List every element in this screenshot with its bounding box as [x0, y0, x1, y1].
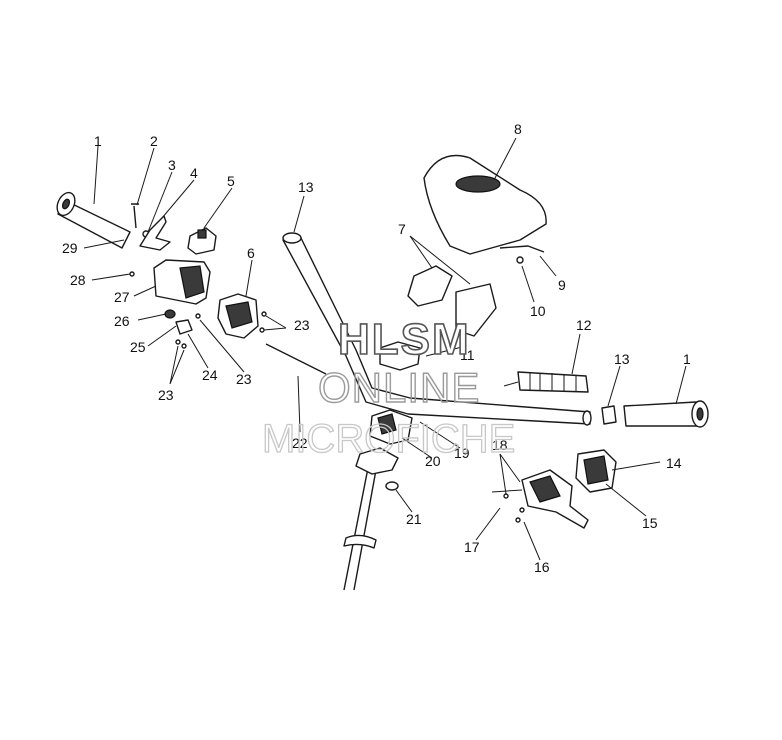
callout-10: 10 [530, 303, 546, 319]
callout-23-center: 23 [236, 371, 252, 387]
grip-left [56, 191, 131, 249]
leader-lines [83, 137, 687, 561]
callout-23-left: 23 [158, 387, 174, 403]
clip-25 [175, 319, 193, 335]
watermark: HLSM ONLINE MICROFICHE [261, 314, 516, 461]
switch-5 [187, 227, 217, 255]
callout-13-left: 13 [298, 179, 314, 195]
bracket-7 [407, 265, 497, 337]
cable-22 [265, 343, 327, 375]
throttle-lever-4 [139, 215, 171, 251]
callout-11: 11 [460, 347, 475, 363]
clamp-lower-20 [369, 409, 413, 445]
switch-housing-6 [217, 293, 259, 339]
callout-16: 16 [534, 559, 550, 575]
callout-4: 4 [190, 165, 198, 181]
callout-20: 20 [425, 453, 441, 469]
switch-housing-right [575, 449, 617, 493]
callout-22: 22 [292, 435, 308, 451]
callout-1-left: 1 [94, 133, 102, 149]
hood-8 [423, 154, 547, 264]
watermark-line-2: ONLINE [318, 364, 480, 411]
handlebar-tube [282, 232, 592, 426]
callout-labels: 1 2 3 4 5 6 7 8 9 10 11 12 13 13 1 14 15… [62, 121, 691, 575]
watermark-line-3: MICROFICHE [262, 417, 515, 461]
callout-25: 25 [130, 339, 146, 355]
callout-21: 21 [406, 511, 422, 527]
callout-19: 19 [454, 445, 470, 461]
callout-8: 8 [514, 121, 522, 137]
post-cap-21 [355, 447, 399, 491]
screw-24 [195, 313, 201, 319]
watermark-line-1: HLSM [338, 315, 471, 364]
callout-6: 6 [247, 245, 255, 261]
plug-26 [164, 309, 176, 319]
grip-right [623, 400, 709, 428]
callout-14: 14 [666, 455, 682, 471]
callout-28: 28 [70, 272, 86, 288]
brake-master-cylinder [491, 469, 589, 529]
callout-1-right: 1 [683, 351, 691, 367]
grip-heater-12 [503, 371, 589, 393]
steering-post [343, 467, 377, 591]
callout-7: 7 [398, 221, 406, 237]
callout-15: 15 [642, 515, 658, 531]
callout-3: 3 [168, 157, 176, 173]
callout-26: 26 [114, 313, 130, 329]
callout-9: 9 [558, 277, 566, 293]
clamp-upper-11 [379, 341, 421, 371]
bar-end-plug-right [601, 405, 617, 425]
callout-24: 24 [202, 367, 218, 383]
callout-23-right: 23 [294, 317, 310, 333]
callout-17: 17 [464, 539, 480, 555]
callout-29: 29 [62, 240, 78, 256]
throttle-housing-27 [129, 259, 211, 305]
callout-12: 12 [576, 317, 592, 333]
callout-18: 18 [492, 437, 508, 453]
callout-5: 5 [227, 173, 235, 189]
callout-2: 2 [150, 133, 158, 149]
screw-2 [131, 203, 139, 229]
callout-27: 27 [114, 289, 130, 305]
callout-13-right: 13 [614, 351, 630, 367]
